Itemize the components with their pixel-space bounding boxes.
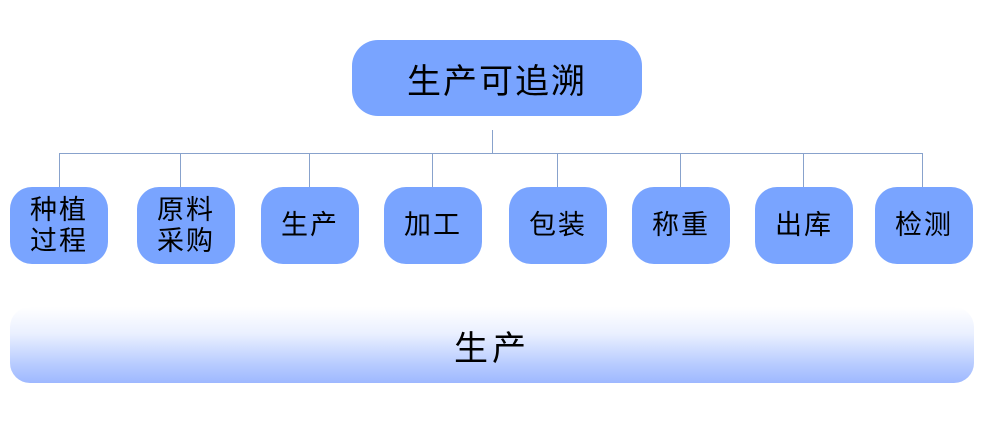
child-node-packaging: 包装 <box>509 187 607 264</box>
child-node-raw-material: 原料 采购 <box>137 187 235 264</box>
child-node-production: 生产 <box>261 187 359 264</box>
child-node-weighing: 称重 <box>632 187 730 264</box>
root-node-label: 生产可追溯 <box>407 61 587 102</box>
child-node-processing: 加工 <box>384 187 482 264</box>
connector-drop-1 <box>59 153 60 187</box>
connector-drop-6 <box>680 153 681 187</box>
child-node-label: 加工 <box>404 210 462 241</box>
connector-horizontal <box>59 153 923 154</box>
child-node-label: 原料 采购 <box>157 194 215 257</box>
child-node-warehouse-out: 出库 <box>755 187 853 264</box>
connector-drop-7 <box>803 153 804 187</box>
connector-drop-4 <box>432 153 433 187</box>
child-node-label: 种植 过程 <box>30 194 88 257</box>
root-node: 生产可追溯 <box>352 40 642 116</box>
connector-drop-5 <box>557 153 558 187</box>
connector-drop-3 <box>309 153 310 187</box>
child-node-label: 检测 <box>895 210 953 241</box>
production-base-bar: 生产 <box>10 307 974 383</box>
connector-root-stem <box>492 130 493 153</box>
child-node-label: 包装 <box>529 210 587 241</box>
child-node-inspection: 检测 <box>875 187 973 264</box>
connector-drop-8 <box>922 153 923 187</box>
connector-drop-2 <box>180 153 181 187</box>
child-node-planting: 种植 过程 <box>10 187 108 264</box>
child-node-label: 生产 <box>281 210 339 241</box>
child-node-label: 称重 <box>652 210 710 241</box>
child-node-label: 出库 <box>775 210 833 241</box>
production-base-label: 生产 <box>454 328 530 369</box>
